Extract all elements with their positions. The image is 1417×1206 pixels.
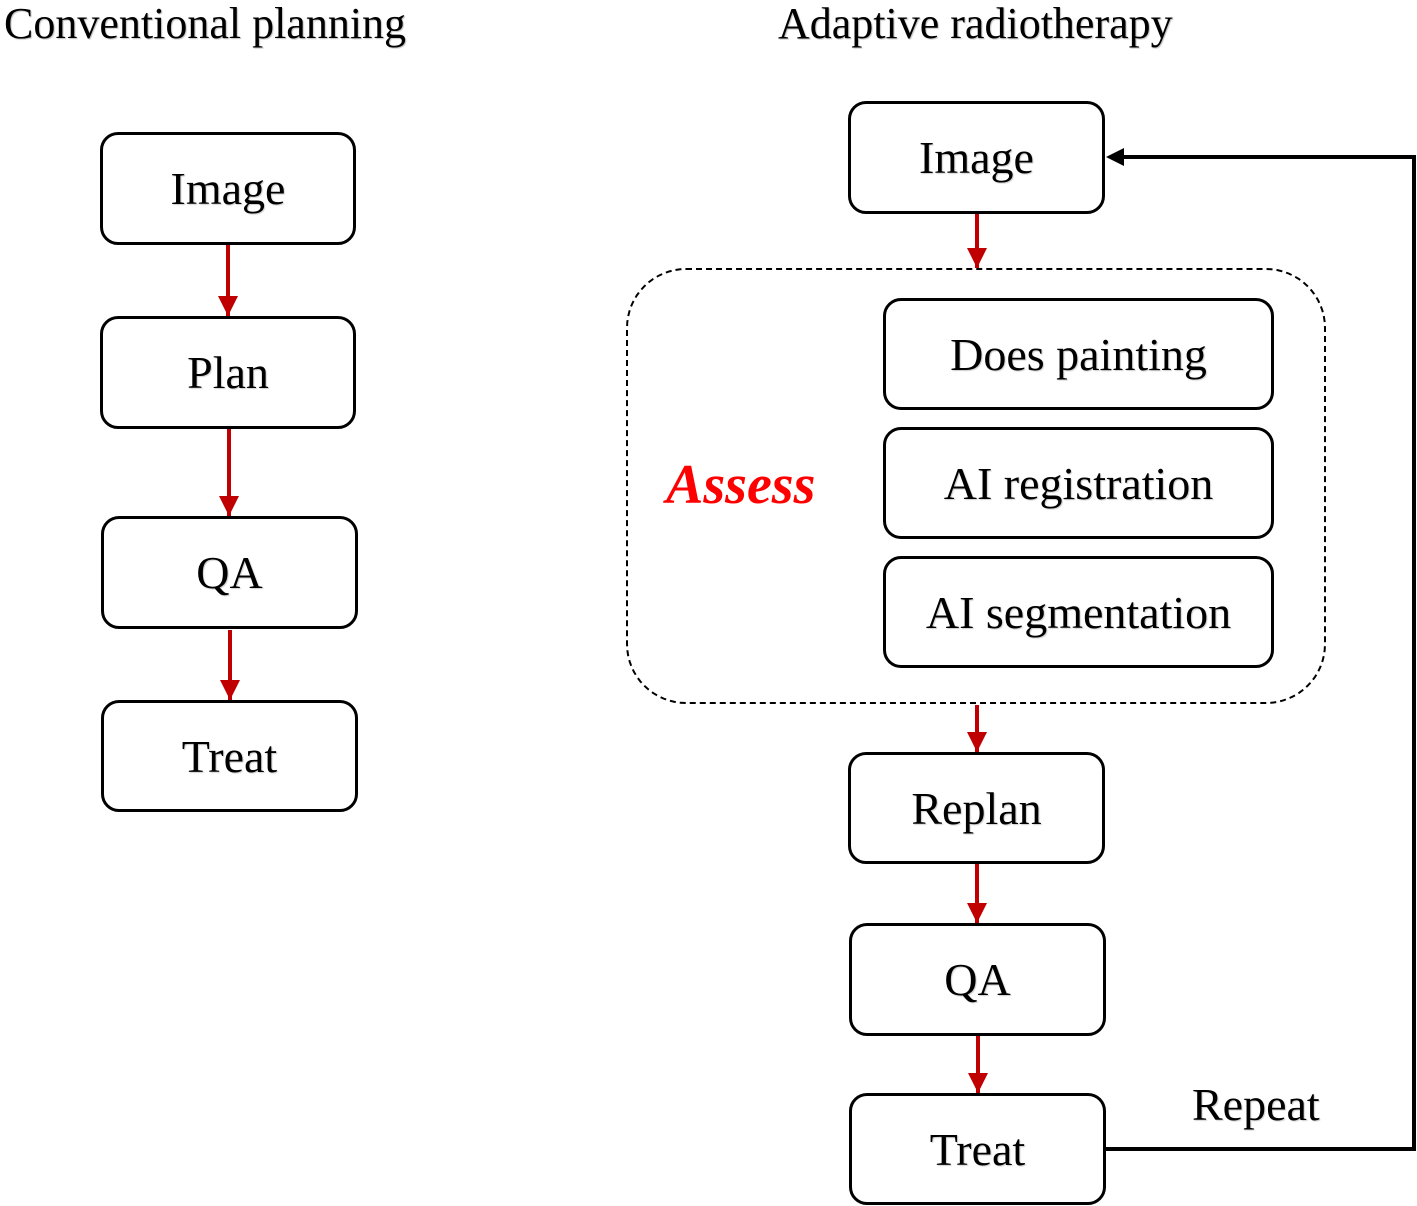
adapt-treat-box: Treat [849,1093,1106,1205]
ai-registration-box: AI registration [883,427,1274,539]
assess-label: Assess [666,454,816,516]
conv-qa-box: QA [101,516,358,629]
repeat-loop-line [1106,155,1416,1151]
conv-treat-box: Treat [101,700,358,812]
arrowhead-adapt-replan-to-qa [967,903,987,923]
arrowhead-conv-qa-to-treat [220,680,240,700]
arrowhead-conv-image-to-plan [218,296,238,316]
repeat-label: Repeat [1192,1079,1320,1130]
repeat-loop-arrowhead [1106,148,1124,166]
arrowhead-adapt-image-to-assess [967,248,987,268]
arrowhead-adapt-qa-to-treat [968,1073,988,1093]
does-painting-box: Does painting [883,298,1274,410]
adapt-replan-box: Replan [848,752,1105,864]
arrowhead-adapt-assess-to-replan [967,732,987,752]
adaptive-radiotherapy-title: Adaptive radiotherapy [778,0,1173,48]
conv-plan-box: Plan [100,316,356,429]
ai-segmentation-box: AI segmentation [883,556,1274,668]
conventional-planning-title: Conventional planning [4,0,407,48]
assess-group [626,268,1326,704]
conv-image-box: Image [100,132,356,245]
adapt-qa-box: QA [849,923,1106,1036]
adapt-image-box: Image [848,101,1105,214]
arrowhead-conv-plan-to-qa [219,496,239,516]
